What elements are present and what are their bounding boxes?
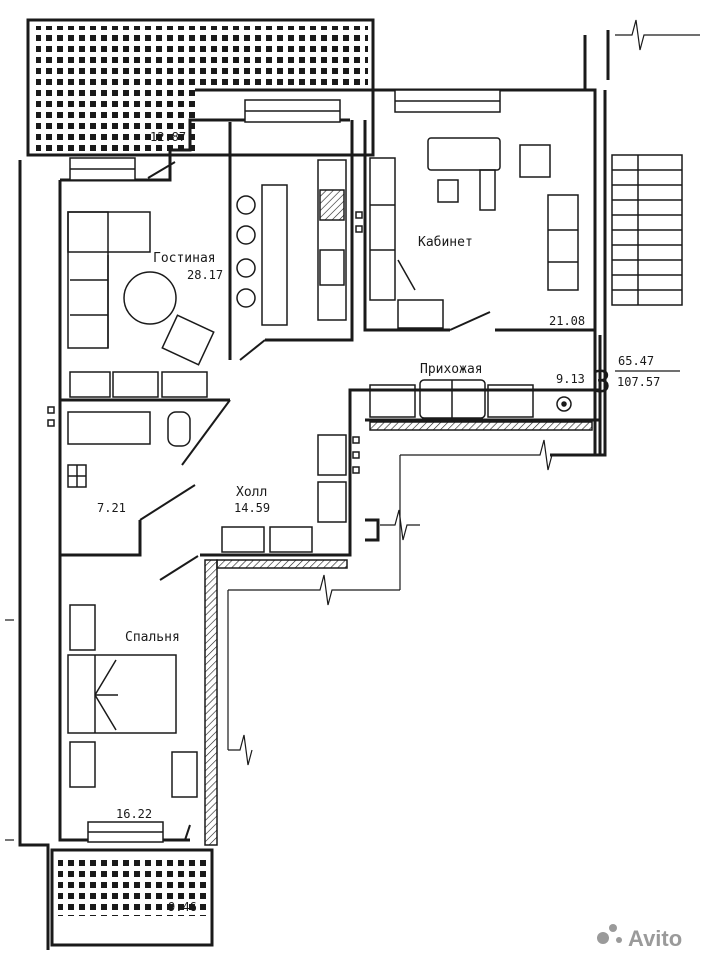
balcony-bottom <box>50 848 214 947</box>
break-lines <box>5 19 700 841</box>
interior-walls <box>60 120 600 557</box>
ventilation-shafts <box>47 211 363 474</box>
hall-furniture <box>221 379 572 553</box>
hall-area: 14.59 <box>234 501 270 515</box>
entrance-label: Прихожая <box>420 362 483 377</box>
hall-label: Холл <box>236 485 267 500</box>
watermark-text: Avito <box>628 926 682 951</box>
balcony-top-area: 12.87 <box>150 130 186 144</box>
bathroom-fixtures <box>67 411 191 488</box>
avito-watermark: Avito <box>597 924 682 951</box>
living-room-label: Гостиная <box>153 251 216 266</box>
balcony-top <box>26 18 375 157</box>
living-room-area: 28.17 <box>187 268 223 282</box>
office-furniture <box>369 137 579 329</box>
living-area: 65.47 <box>618 354 654 368</box>
office-area: 21.08 <box>549 314 585 328</box>
entrance-area: 9.13 <box>556 372 585 386</box>
room-count: 3 <box>592 365 611 400</box>
living-room-furniture <box>67 159 347 398</box>
bedroom-furniture <box>67 604 198 798</box>
staircase <box>611 154 683 306</box>
windows <box>69 89 501 843</box>
hatched-walls <box>204 421 593 846</box>
bedroom-area: 16.22 <box>116 807 152 821</box>
bathroom-area: 7.21 <box>97 501 126 515</box>
total-area: 107.57 <box>617 375 660 389</box>
bedroom-label: Спальня <box>125 630 180 645</box>
office-label: Кабинет <box>418 235 473 250</box>
doors <box>139 161 491 841</box>
balcony-bottom-area: 9.46 <box>168 900 197 914</box>
